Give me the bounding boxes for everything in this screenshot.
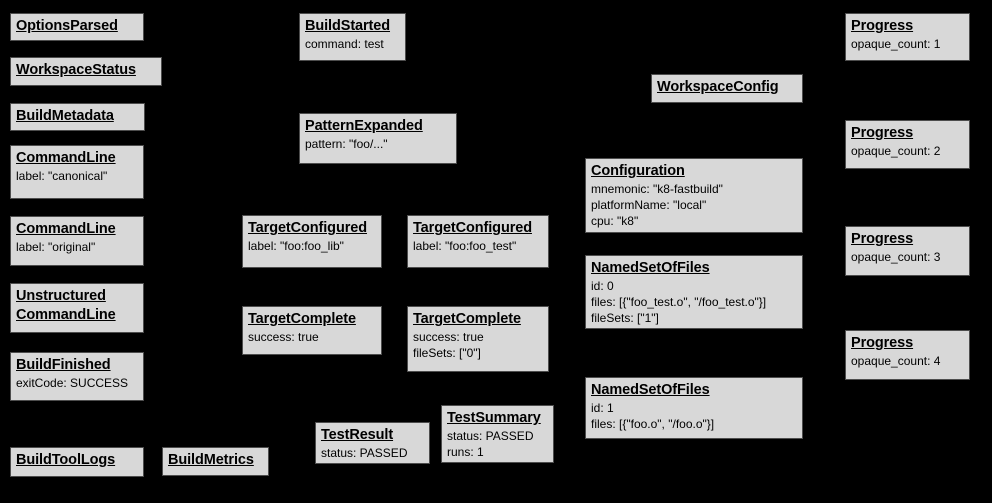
node-title: BuildStarted [305, 18, 391, 34]
node-title: BuildMetrics [168, 452, 254, 468]
node-field: fileSets: ["0"] [413, 346, 481, 360]
event-node-options-parsed: OptionsParsed [10, 13, 144, 41]
node-title: TargetComplete [413, 311, 521, 327]
node-title: Configuration [591, 163, 685, 179]
node-field: opaque_count: 3 [851, 250, 941, 264]
node-body: success: true [248, 329, 377, 345]
node-field: success: true [413, 330, 484, 344]
node-field: label: "canonical" [16, 169, 108, 183]
node-title: BuildToolLogs [16, 452, 116, 468]
node-field: label: "original" [16, 240, 96, 254]
node-field: cpu: "k8" [591, 214, 639, 228]
node-field: files: [{"foo_test.o", "/foo_test.o"}] [591, 295, 767, 309]
node-title: TargetConfigured [413, 220, 532, 236]
event-node-target-complete-foo-lib: TargetComplete success: true [242, 306, 382, 355]
event-node-command-line-canonical: CommandLine label: "canonical" [10, 145, 144, 199]
node-body: exitCode: SUCCESS [16, 375, 139, 391]
node-title: PatternExpanded [305, 118, 423, 134]
event-node-named-set-of-files-0: NamedSetOfFiles id: 0 files: [{"foo_test.… [585, 255, 803, 329]
node-body: label: "foo:foo_test" [413, 238, 544, 254]
node-field: id: 0 [591, 279, 614, 293]
event-node-progress-3: Progress opaque_count: 3 [845, 226, 970, 276]
node-title: Progress [851, 125, 914, 141]
node-body: pattern: "foo/..." [305, 136, 452, 152]
node-title: WorkspaceConfig [657, 79, 779, 95]
node-body: label: "foo:foo_lib" [248, 238, 377, 254]
node-body: opaque_count: 1 [851, 36, 965, 52]
node-field: command: test [305, 37, 384, 51]
node-field: label: "foo:foo_lib" [248, 239, 344, 253]
node-field: runs: 1 [447, 445, 484, 459]
node-body: command: test [305, 36, 401, 52]
event-node-configuration: Configuration mnemonic: "k8-fastbuild" pl… [585, 158, 803, 233]
node-field: fileSets: ["1"] [591, 311, 659, 325]
event-node-pattern-expanded: PatternExpanded pattern: "foo/..." [299, 113, 457, 164]
node-body: id: 1 files: [{"foo.o", "/foo.o"}] [591, 400, 798, 432]
node-title: Unstructured CommandLine [16, 288, 116, 323]
event-node-build-started: BuildStarted command: test [299, 13, 406, 61]
node-title: Progress [851, 231, 914, 247]
node-field: label: "foo:foo_test" [413, 239, 517, 253]
node-title: WorkspaceStatus [16, 62, 136, 78]
node-field: platformName: "local" [591, 198, 707, 212]
node-field: exitCode: SUCCESS [16, 376, 129, 390]
node-title: BuildMetadata [16, 108, 114, 124]
event-node-target-complete-foo-test: TargetComplete success: true fileSets: ["… [407, 306, 549, 372]
node-body: label: "canonical" [16, 168, 139, 184]
event-node-unstructured-command-line: Unstructured CommandLine [10, 283, 144, 333]
node-field: files: [{"foo.o", "/foo.o"}] [591, 417, 715, 431]
node-title: CommandLine [16, 150, 116, 166]
node-body: opaque_count: 2 [851, 143, 965, 159]
node-body: opaque_count: 3 [851, 249, 965, 265]
event-node-target-configured-foo-test: TargetConfigured label: "foo:foo_test" [407, 215, 549, 268]
event-node-workspace-config: WorkspaceConfig [651, 74, 803, 103]
node-field: opaque_count: 2 [851, 144, 941, 158]
node-field: status: PASSED [447, 429, 534, 443]
event-node-workspace-status: WorkspaceStatus [10, 57, 162, 86]
event-node-progress-2: Progress opaque_count: 2 [845, 120, 970, 169]
event-node-test-summary: TestSummary status: PASSED runs: 1 [441, 405, 554, 463]
node-title: TestSummary [447, 410, 541, 426]
node-field: opaque_count: 1 [851, 37, 941, 51]
node-body: mnemonic: "k8-fastbuild" platformName: "l… [591, 181, 798, 229]
event-node-build-tool-logs: BuildToolLogs [10, 447, 144, 477]
node-body: status: PASSED [321, 445, 425, 461]
node-field: mnemonic: "k8-fastbuild" [591, 182, 723, 196]
node-title: BuildFinished [16, 357, 111, 373]
node-field: status: PASSED [321, 446, 408, 460]
event-node-progress-4: Progress opaque_count: 4 [845, 330, 970, 380]
event-node-target-configured-foo-lib: TargetConfigured label: "foo:foo_lib" [242, 215, 382, 268]
node-title: TestResult [321, 427, 394, 443]
node-title: NamedSetOfFiles [591, 260, 710, 276]
node-body: id: 0 files: [{"foo_test.o", "/foo_test.o… [591, 278, 798, 326]
node-body: status: PASSED runs: 1 [447, 428, 549, 460]
node-title: Progress [851, 18, 914, 34]
node-body: label: "original" [16, 239, 139, 255]
node-title: TargetConfigured [248, 220, 367, 236]
event-node-progress-1: Progress opaque_count: 1 [845, 13, 970, 61]
node-title: NamedSetOfFiles [591, 382, 710, 398]
node-field: pattern: "foo/..." [305, 137, 388, 151]
event-node-build-metrics: BuildMetrics [162, 447, 269, 476]
event-node-build-finished: BuildFinished exitCode: SUCCESS [10, 352, 144, 401]
node-title: Progress [851, 335, 914, 351]
node-field: id: 1 [591, 401, 614, 415]
node-title: CommandLine [16, 221, 116, 237]
node-body: success: true fileSets: ["0"] [413, 329, 544, 361]
event-node-named-set-of-files-1: NamedSetOfFiles id: 1 files: [{"foo.o", "… [585, 377, 803, 439]
event-node-build-metadata: BuildMetadata [10, 103, 145, 131]
event-node-command-line-original: CommandLine label: "original" [10, 216, 144, 266]
event-node-test-result: TestResult status: PASSED [315, 422, 430, 464]
node-field: opaque_count: 4 [851, 354, 941, 368]
node-field: success: true [248, 330, 319, 344]
node-title: OptionsParsed [16, 18, 118, 34]
node-body: opaque_count: 4 [851, 353, 965, 369]
node-title: TargetComplete [248, 311, 356, 327]
